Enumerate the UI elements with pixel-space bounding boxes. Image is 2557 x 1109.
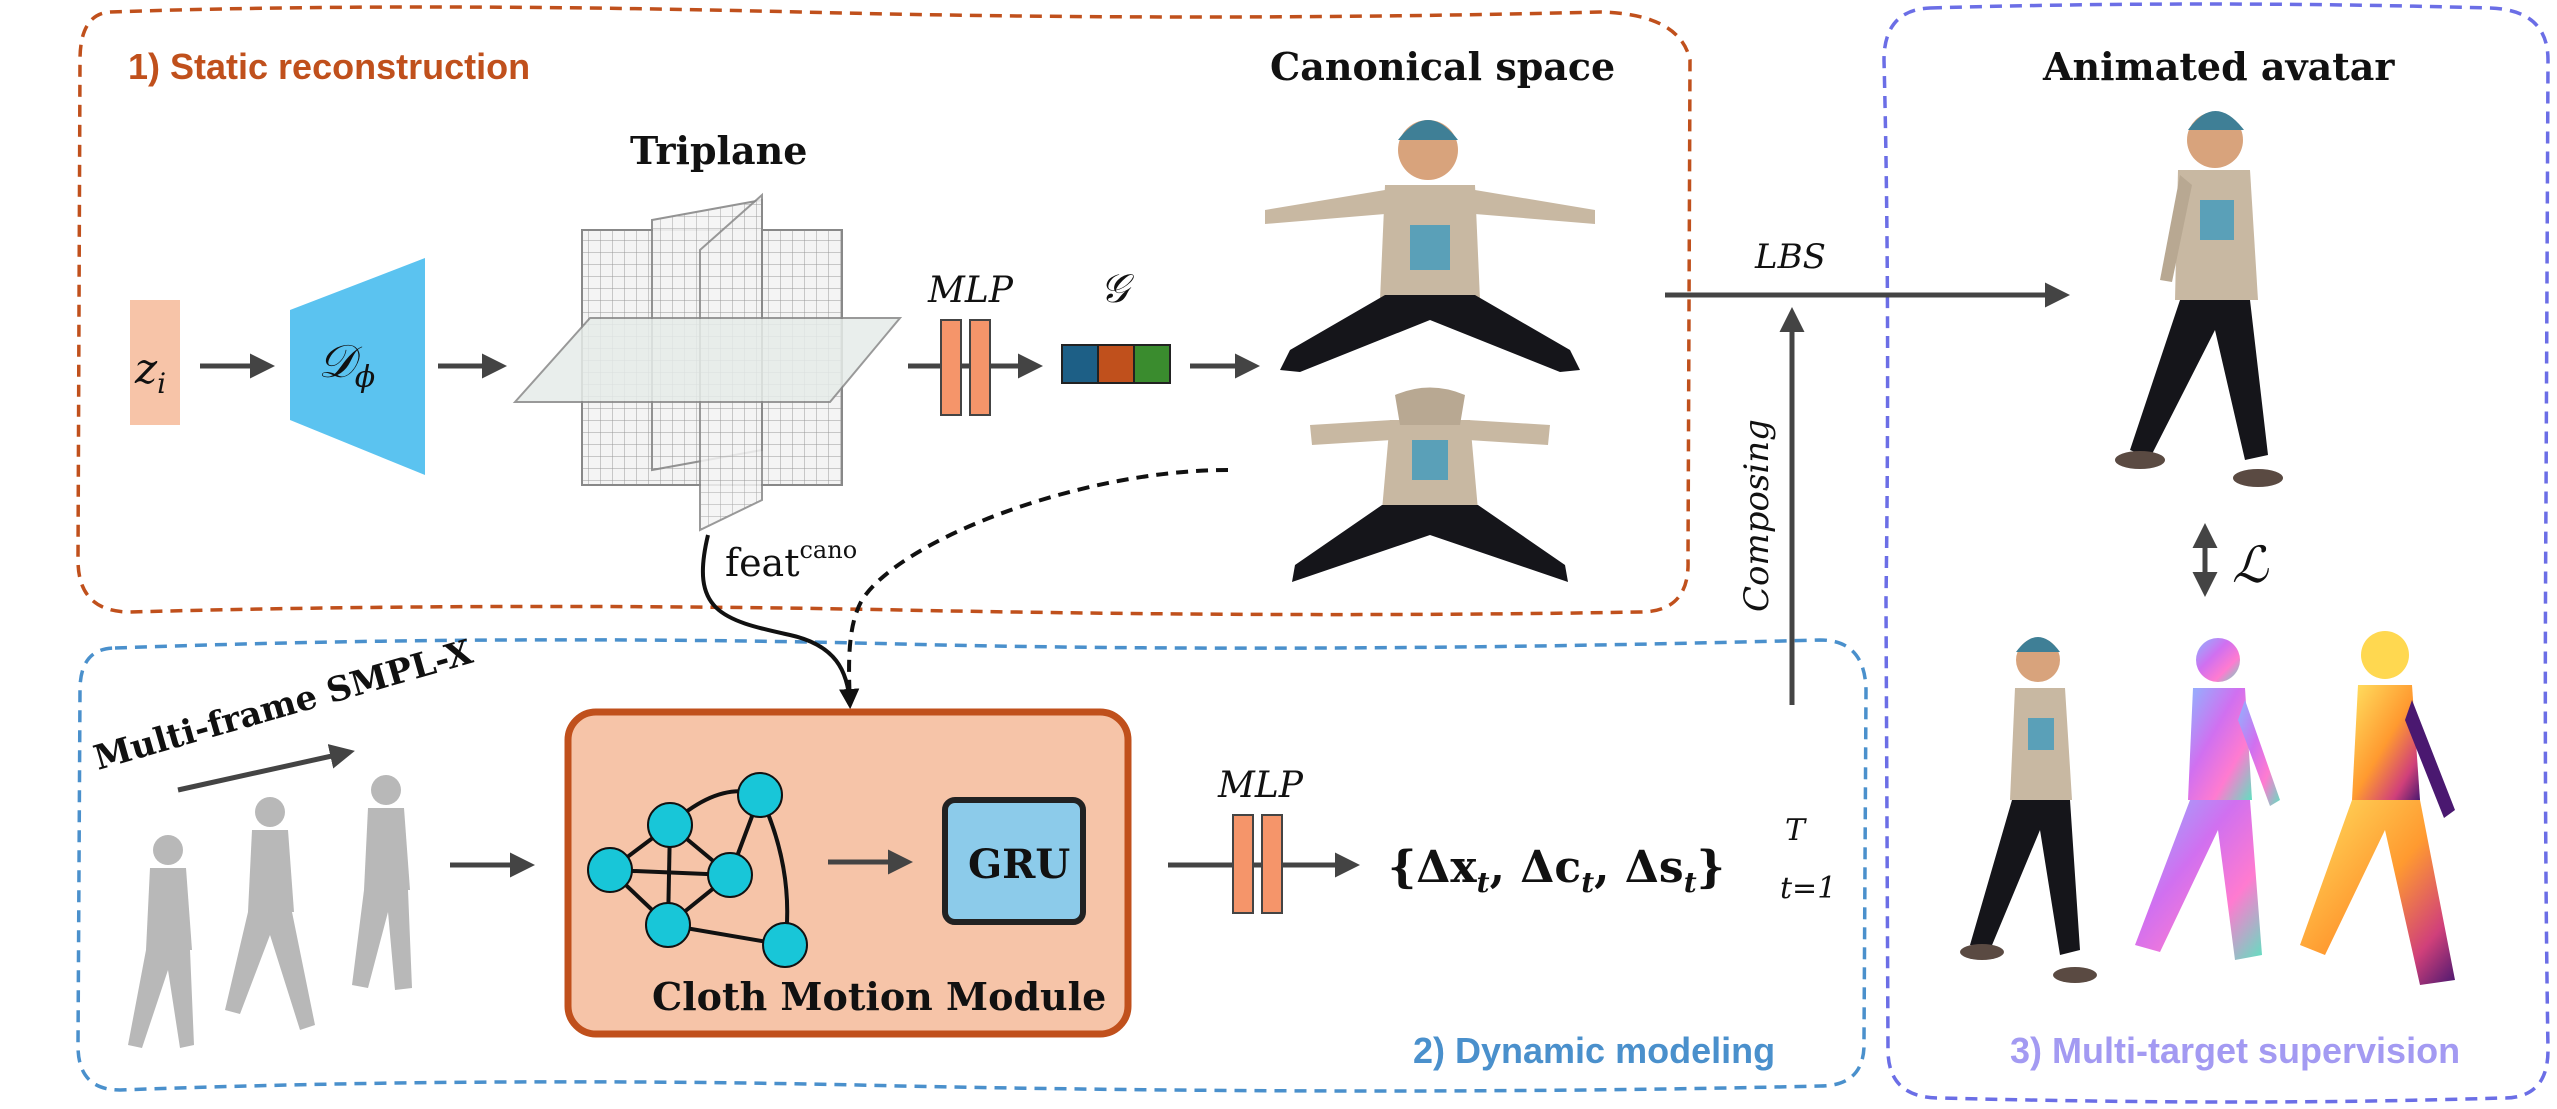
gaussian-param-2 <box>1097 344 1135 384</box>
output-subscript-range: t=1 <box>1780 871 1836 906</box>
gru-block <box>942 797 1086 925</box>
gru-label: GRU <box>968 841 1070 888</box>
arrow-canonical-to-module <box>839 468 1229 709</box>
mlp1-label: MLP <box>927 270 1014 311</box>
rgb-target-figure <box>1960 637 2097 983</box>
composing-label: Composing <box>1737 419 1777 612</box>
triplane-graphic <box>512 192 903 532</box>
normal-target-figure <box>2135 638 2280 960</box>
lbs-label: LBS <box>1754 237 1826 277</box>
feat-cano-label: featcano <box>725 536 857 585</box>
output-superscript-T: T <box>1785 813 1807 848</box>
depth-target-figure <box>2300 631 2455 985</box>
triplane-title: Triplane <box>630 128 807 173</box>
canonical-space-title: Canonical space <box>1270 44 1615 89</box>
static-section-label: 1) Static reconstruction <box>128 46 530 87</box>
multiframe-direction-arrow <box>177 744 355 793</box>
gaussian-symbol: 𝒢 <box>1100 266 1135 312</box>
animated-avatar-figure <box>2115 111 2283 487</box>
mlp2-layer-b <box>1261 814 1283 914</box>
cloth-motion-module <box>564 708 1132 1038</box>
smplx-body-2 <box>225 797 315 1030</box>
arrow-feat-to-module <box>700 534 860 709</box>
canonical-avatar-front <box>1265 120 1595 372</box>
smplx-body-3 <box>352 775 412 990</box>
mlp1-layer-b <box>969 319 991 416</box>
mlp1-layer-a <box>940 319 962 416</box>
dynamic-section-outline <box>76 638 1868 1093</box>
static-section-outline <box>76 5 1692 617</box>
latent-code-block <box>130 300 180 425</box>
decoder-block <box>290 258 425 475</box>
gaussian-param-3 <box>1133 344 1171 384</box>
dynamic-section-label: 2) Dynamic modeling <box>1413 1030 1775 1071</box>
supervision-section-label: 3) Multi-target supervision <box>2010 1030 2460 1071</box>
multiframe-smplx-label: Multi-frame SMPL-X <box>89 632 477 779</box>
smplx-body-1 <box>128 835 194 1048</box>
mlp2-layer-a <box>1232 814 1254 914</box>
latent-code-label: zi <box>134 344 166 400</box>
loss-symbol: ℒ <box>2232 536 2269 594</box>
cloth-motion-module-title: Cloth Motion Module <box>652 974 1106 1019</box>
output-deformation-set: {Δxt, Δct, Δst} <box>1388 842 1725 899</box>
animated-avatar-title: Animated avatar <box>2042 44 2395 89</box>
gaussian-param-1 <box>1061 344 1099 384</box>
graph-nodes <box>587 772 808 968</box>
mlp2-label: MLP <box>1217 765 1304 806</box>
canonical-avatar-back <box>1292 387 1568 582</box>
